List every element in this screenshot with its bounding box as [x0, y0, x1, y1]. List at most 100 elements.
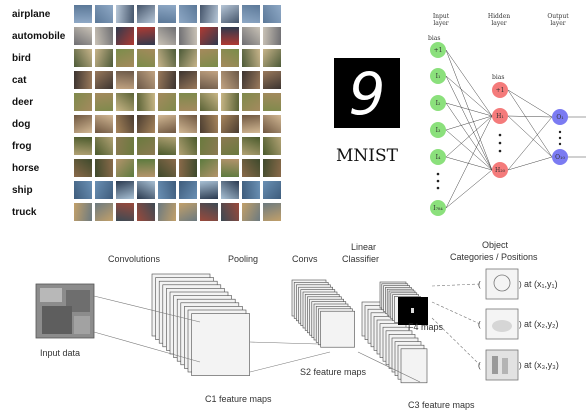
edge-input-4-hidden-1	[445, 156, 493, 171]
cifar-image-ship-7	[200, 181, 218, 199]
cifar-image-horse-7	[200, 159, 218, 177]
label-classifier: Classifier	[342, 254, 379, 264]
output-ellipsis	[558, 130, 562, 146]
line-input-to-c1-a	[93, 295, 201, 323]
cifar-image-automobile-4	[137, 27, 155, 45]
output-layer-title-1: Output	[547, 13, 569, 20]
cifar-image-truck-1	[74, 203, 92, 221]
output-node-1-label: O₁	[556, 114, 563, 121]
edge-input-2-hidden-0	[445, 102, 493, 117]
label-categories-positions: Categories / Positions	[450, 252, 538, 262]
label-s2-feature-maps: S2 feature maps	[300, 367, 367, 377]
cifar-image-frog-7	[200, 137, 218, 155]
cifar-image-cat-1	[74, 71, 92, 89]
cifar-image-frog-1	[74, 137, 92, 155]
cifar-image-horse-8	[221, 159, 239, 177]
cifar-image-dog-1	[74, 115, 92, 133]
cifar-image-bird-5	[158, 49, 176, 67]
cifar-image-truck-10	[263, 203, 281, 221]
cifar-image-deer-1	[74, 93, 92, 111]
cifar-image-cat-4	[137, 71, 155, 89]
cifar-image-frog-3	[116, 137, 134, 155]
class-label-dog: dog	[12, 119, 31, 130]
cifar-image-deer-4	[137, 93, 155, 111]
cifar-image-automobile-8	[221, 27, 239, 45]
paren-left-1: (	[478, 280, 481, 289]
paren-left-3: (	[478, 361, 481, 370]
cifar-image-cat-6	[179, 71, 197, 89]
mlp-network-diagram: Input layer Hidden layer Output layer bi…	[428, 13, 586, 216]
cifar-image-deer-10	[263, 93, 281, 111]
cifar-image-frog-5	[158, 137, 176, 155]
cifar-image-cat-3	[116, 71, 134, 89]
cifar-image-automobile-6	[179, 27, 197, 45]
arrow-out-1	[431, 283, 481, 287]
cifar-image-airplane-6	[179, 5, 197, 23]
cifar-image-dog-6	[179, 115, 197, 133]
cifar-image-dog-4	[137, 115, 155, 133]
edge-hidden-2-output-0	[507, 116, 553, 171]
hidden-ellipsis	[498, 133, 502, 153]
output-thumb-face	[485, 268, 519, 300]
cifar-image-frog-9	[242, 137, 260, 155]
class-label-bird: bird	[12, 53, 31, 64]
input-node-1	[430, 68, 446, 84]
cifar-image-truck-2	[95, 203, 113, 221]
cifar-image-cat-9	[242, 71, 260, 89]
edge-input-1-hidden-0	[445, 75, 493, 117]
cifar-image-dog-2	[95, 115, 113, 133]
hidden-node-20	[492, 162, 508, 178]
cifar-image-bird-3	[116, 49, 134, 67]
stack-s2-map-14	[320, 310, 355, 348]
cifar-image-airplane-4	[137, 5, 155, 23]
hidden-node-1	[492, 108, 508, 124]
cifar-image-horse-10	[263, 159, 281, 177]
cifar-image-dog-7	[200, 115, 218, 133]
cifar-image-frog-2	[95, 137, 113, 155]
cifar-image-airplane-8	[221, 5, 239, 23]
edge-input-4-hidden-0	[445, 115, 493, 158]
input-node-2	[430, 95, 446, 111]
cifar-image-horse-3	[116, 159, 134, 177]
cifar-image-truck-4	[137, 203, 155, 221]
cifar-image-automobile-10	[263, 27, 281, 45]
cifar-image-bird-4	[137, 49, 155, 67]
cifar-image-dog-8	[221, 115, 239, 133]
paren-left-2: (	[478, 320, 481, 329]
label-linear: Linear	[351, 242, 376, 252]
cifar-image-ship-8	[221, 181, 239, 199]
input-node-3	[430, 122, 446, 138]
output-thumbnails	[485, 268, 519, 381]
cifar-image-automobile-9	[242, 27, 260, 45]
cifar-image-horse-4	[137, 159, 155, 177]
cifar-image-airplane-7	[200, 5, 218, 23]
hidden-layer-title-2: layer	[491, 20, 506, 27]
output-node-10	[552, 149, 568, 165]
cifar-image-ship-1	[74, 181, 92, 199]
c3-feature-map-stack	[361, 301, 428, 384]
class-label-horse: horse	[12, 163, 40, 174]
cifar-image-bird-1	[74, 49, 92, 67]
cifar-image-ship-10	[263, 181, 281, 199]
cifar-image-bird-10	[263, 49, 281, 67]
cifar-image-truck-9	[242, 203, 260, 221]
cifar-image-bird-2	[95, 49, 113, 67]
cifar-image-deer-7	[200, 93, 218, 111]
class-label-ship: ship	[12, 185, 33, 196]
cifar-image-deer-5	[158, 93, 176, 111]
cifar-image-horse-1	[74, 159, 92, 177]
c1-feature-map-stack	[151, 273, 250, 376]
cifar-image-airplane-1	[74, 5, 92, 23]
cifar-image-horse-9	[242, 159, 260, 177]
cifar-image-dog-3	[116, 115, 134, 133]
cifar-image-ship-4	[137, 181, 155, 199]
cnn-pipeline-diagram: Convolutions Pooling Convs Linear Classi…	[35, 240, 559, 410]
input-node-4-label: I₄	[436, 154, 441, 161]
cifar-image-frog-6	[179, 137, 197, 155]
cifar-image-deer-9	[242, 93, 260, 111]
hidden-node-20-label: H₂₀	[495, 167, 506, 174]
cifar-image-cat-10	[263, 71, 281, 89]
f4-highlight-map	[398, 297, 428, 325]
edge-input-0-hidden-1	[445, 49, 493, 171]
cifar-image-airplane-10	[263, 5, 281, 23]
